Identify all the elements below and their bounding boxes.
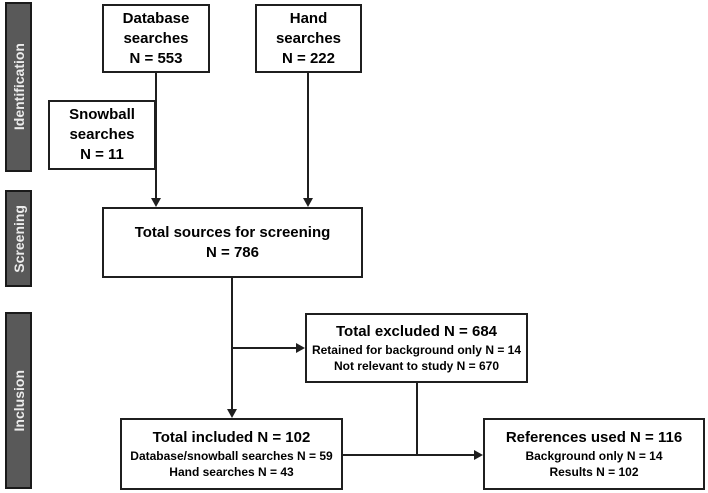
box-total-included-detail1: Database/snowball searches N = 59 bbox=[130, 449, 333, 463]
box-hand-searches-line2: searches bbox=[275, 29, 342, 47]
box-references-used-detail2: Results N = 102 bbox=[549, 465, 639, 479]
connector-screening-to-included bbox=[231, 278, 233, 411]
box-snowball-searches-line1: Snowball bbox=[69, 106, 135, 123]
box-references-used-detail1: Background only N = 14 bbox=[525, 449, 663, 463]
box-references-used-title: References used N = 116 bbox=[505, 429, 683, 446]
stage-bar-inclusion: Inclusion bbox=[5, 312, 32, 489]
box-database-searches: Database searches N = 553 bbox=[102, 4, 210, 73]
box-hand-searches: Hand searches N = 222 bbox=[255, 4, 362, 73]
connector-excluded-to-references bbox=[416, 383, 418, 456]
stage-bar-screening: Screening bbox=[5, 190, 32, 287]
box-total-included: Total included N = 102 Database/snowball… bbox=[120, 418, 343, 490]
box-total-sources-count: N = 786 bbox=[206, 243, 259, 261]
box-hand-searches-count: N = 222 bbox=[282, 49, 335, 67]
arrowhead-hand-to-screening bbox=[303, 198, 313, 207]
arrowhead-database-to-screening bbox=[151, 198, 161, 207]
box-total-sources-line1: Total sources for screening bbox=[134, 223, 331, 241]
box-snowball-searches-line2: searches bbox=[69, 126, 135, 143]
box-hand-searches-line1: Hand bbox=[289, 9, 328, 27]
box-database-searches-line1: Database bbox=[122, 9, 190, 27]
connector-included-to-references bbox=[343, 454, 474, 456]
arrowhead-included-to-references bbox=[474, 450, 483, 460]
arrowhead-screening-to-included bbox=[227, 409, 237, 418]
box-total-excluded-title: Total excluded N = 684 bbox=[335, 323, 498, 340]
box-snowball-searches: Snowball searches N = 11 bbox=[48, 100, 156, 170]
arrowhead-screening-to-excluded bbox=[296, 343, 305, 353]
box-total-included-title: Total included N = 102 bbox=[152, 429, 311, 446]
box-total-excluded-detail2: Not relevant to study N = 670 bbox=[333, 359, 500, 373]
box-total-included-detail2: Hand searches N = 43 bbox=[169, 465, 294, 479]
stage-bar-identification: Identification bbox=[5, 2, 32, 172]
box-snowball-searches-count: N = 11 bbox=[80, 146, 124, 163]
box-total-excluded: Total excluded N = 684 Retained for back… bbox=[305, 313, 528, 383]
stage-label-screening: Screening bbox=[10, 204, 27, 273]
box-total-sources: Total sources for screening N = 786 bbox=[102, 207, 363, 278]
box-database-searches-count: N = 553 bbox=[129, 49, 183, 67]
box-database-searches-line2: searches bbox=[123, 29, 189, 47]
stage-label-identification: Identification bbox=[10, 43, 27, 131]
box-total-excluded-detail1: Retained for background only N = 14 bbox=[311, 343, 522, 357]
stage-label-inclusion: Inclusion bbox=[10, 369, 27, 432]
connector-database-to-screening bbox=[155, 73, 157, 200]
connector-screening-to-excluded bbox=[232, 347, 296, 349]
connector-hand-to-screening bbox=[307, 73, 309, 200]
box-references-used: References used N = 116 Background only … bbox=[483, 418, 705, 490]
